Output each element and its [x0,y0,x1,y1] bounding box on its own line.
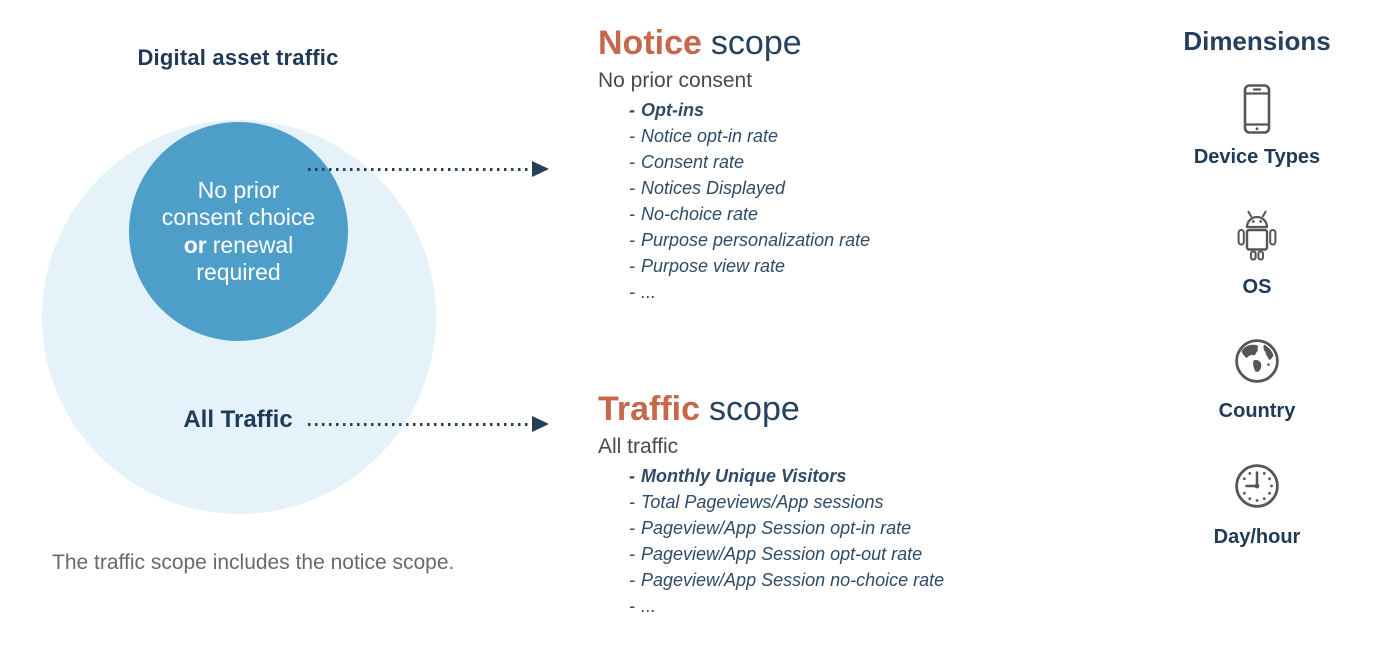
dimensions-title: Dimensions [1183,26,1331,56]
traffic-scope-list: -Monthly Unique Visitors -Total Pageview… [598,463,944,619]
list-item: -... [598,593,944,619]
list-dash: - [629,256,635,276]
list-dash: - [629,466,635,486]
list-item: -Consent rate [598,149,870,175]
list-dash: - [629,152,635,172]
list-item-label: ... [641,282,657,302]
list-dash: - [629,178,635,198]
globe-icon [1234,338,1280,384]
circle-text-renewal: renewal [212,231,294,258]
list-item: -Notices Displayed [598,175,870,201]
list-dash: - [629,204,635,224]
dimension-label-country: Country [1218,400,1296,422]
list-item-label: Pageview/App Session no-choice rate [641,570,945,590]
circle-text-line: No prior [197,176,280,203]
traffic-scope-subtitle: All traffic [598,435,679,458]
list-item: -... [598,279,870,305]
list-item-label: Purpose view rate [641,256,786,276]
traffic-scope-title-accent: Traffic [598,390,701,428]
list-item: -Opt-ins [598,97,870,123]
circle-text-line: required [196,259,281,285]
list-item-label: Notice opt-in rate [641,126,779,146]
dotted-line [308,167,532,171]
notice-scope-list: -Opt-ins -Notice opt-in rate -Consent ra… [598,97,870,305]
dimension-label-device-types: Device Types [1193,146,1321,168]
circle-text-line: consent choice [161,204,316,230]
list-item-label: Notices Displayed [641,178,786,198]
traffic-scope-arrow [308,416,550,432]
list-item: -Purpose personalization rate [598,227,870,253]
list-item-label: Total Pageviews/App sessions [641,492,884,512]
all-traffic-label: All Traffic [183,406,293,433]
list-item-label: Purpose personalization rate [641,230,871,250]
circle-text-or: or [183,231,207,258]
dimension-label-day-hour: Day/hour [1213,526,1301,548]
footnote-caption: The traffic scope includes the notice sc… [52,551,455,574]
traffic-scope-title-rest: scope [709,390,800,428]
list-item: -Notice opt-in rate [598,123,870,149]
list-dash: - [629,544,635,564]
list-dash: - [629,126,635,146]
list-item-label: Monthly Unique Visitors [641,466,847,486]
list-item: -No-choice rate [598,201,870,227]
notice-scope-title-rest: scope [710,24,802,62]
list-dash: - [629,596,635,616]
list-item-label: Opt-ins [641,100,704,120]
list-dash: - [629,230,635,250]
list-item: -Purpose view rate [598,253,870,279]
list-dash: - [629,518,635,538]
list-dash: - [629,282,635,302]
android-icon [1233,208,1281,262]
list-item-label: No-choice rate [641,204,759,224]
list-dash: - [629,570,635,590]
list-item: -Pageview/App Session opt-out rate [598,541,944,567]
dotted-line [308,422,532,426]
notice-scope-arrow [308,161,550,177]
clock-icon [1234,463,1280,509]
dimensions-column: Dimensions Device Types [1135,0,1376,646]
notice-scope-title-accent: Notice [598,24,702,62]
dimension-label-os: OS [1242,276,1272,298]
list-dash: - [629,100,635,120]
list-item: -Monthly Unique Visitors [598,463,944,489]
list-item-label: Pageview/App Session opt-in rate [641,518,912,538]
notice-scope-subtitle: No prior consent [598,69,753,92]
smartphone-icon [1243,84,1271,134]
list-item-label: Pageview/App Session opt-out rate [641,544,923,564]
arrowhead-icon [532,416,549,432]
list-item-label: Consent rate [641,152,745,172]
list-item: -Pageview/App Session opt-in rate [598,515,944,541]
list-item: -Total Pageviews/App sessions [598,489,944,515]
list-item-label: ... [641,596,657,616]
arrowhead-icon [532,161,549,177]
left-panel-title: Digital asset traffic [137,45,339,70]
list-dash: - [629,492,635,512]
list-item: -Pageview/App Session no-choice rate [598,567,944,593]
